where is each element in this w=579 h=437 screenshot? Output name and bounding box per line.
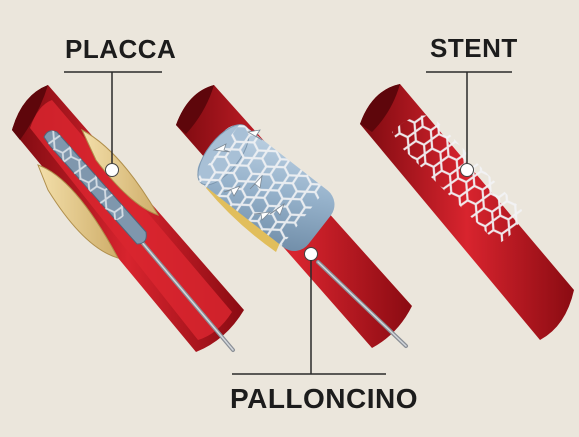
stent-label: STENT [430, 33, 518, 64]
balloon-callout-dot [305, 248, 318, 261]
balloon-label: PALLONCINO [230, 383, 418, 415]
plaque-callout-dot [106, 164, 119, 177]
stent-callout-dot [461, 164, 474, 177]
plaque-label: PLACCA [65, 34, 176, 65]
